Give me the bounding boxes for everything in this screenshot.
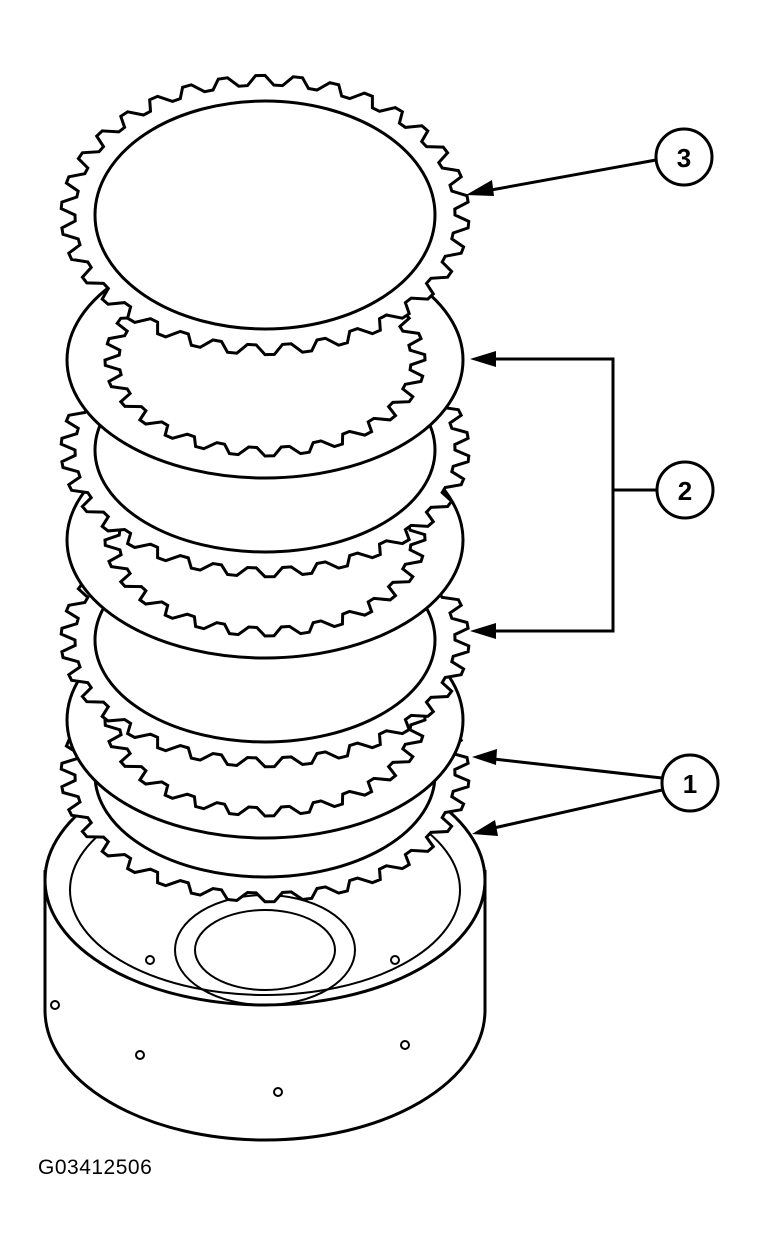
arrowhead: [470, 351, 496, 367]
callout-circle: [660, 753, 720, 813]
callout-3: 3: [466, 127, 714, 196]
drum-hub-inner: [194, 909, 336, 991]
drum-hole: [390, 955, 400, 965]
callout-2: 2: [470, 351, 715, 639]
drum-hole: [400, 1040, 410, 1050]
bracket-line: [480, 357, 615, 633]
callout-number: 2: [678, 476, 692, 506]
callout-number: 3: [677, 143, 691, 173]
arrowhead: [466, 180, 494, 196]
drum-hole: [273, 1087, 283, 1097]
drum-hub: [174, 894, 356, 1006]
clutch-drum-wall: [43, 870, 487, 1142]
drum-hole: [50, 1000, 60, 1010]
drum-hole: [135, 1050, 145, 1060]
callout-1: 1: [472, 749, 720, 836]
drum-hole: [145, 955, 155, 965]
callout-number: 1: [683, 769, 697, 799]
arrowhead: [472, 820, 498, 836]
figure-id-label: G03412506: [38, 1156, 153, 1179]
arrowhead: [472, 749, 497, 765]
leader-line: [484, 788, 663, 832]
callout-circle: [654, 127, 714, 187]
leader-line: [484, 756, 663, 780]
leader-line: [479, 158, 657, 194]
steel-plate-inner-edge: [93, 99, 437, 331]
steel-plate-3: [59, 73, 471, 357]
arrowhead: [470, 623, 496, 639]
